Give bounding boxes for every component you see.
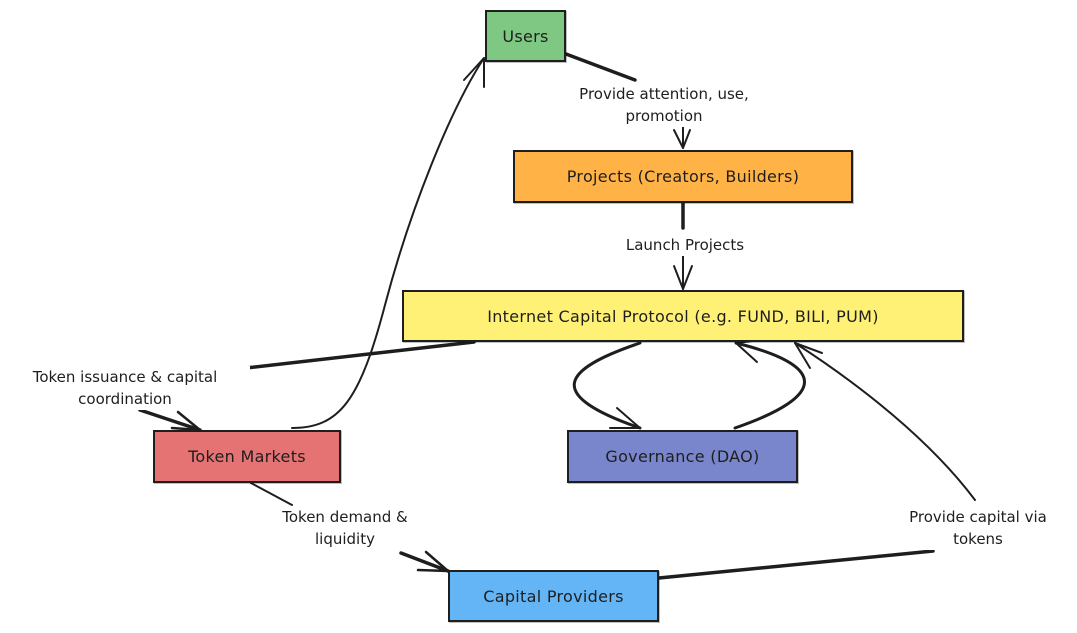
node-capital-label: Capital Providers — [483, 586, 624, 606]
edge-label-attention: Provide attention, use, promotion — [562, 83, 766, 127]
arrowhead-icon — [673, 265, 693, 290]
node-governance-label: Governance (DAO) — [605, 447, 760, 466]
edge-users-to-projects — [564, 52, 637, 82]
edge-markets-to-capital — [250, 482, 293, 506]
arrowhead-icon — [735, 339, 761, 363]
edge-protocol-to-markets-tail — [138, 408, 202, 432]
edge-label-launch-projects: Launch Projects — [598, 234, 772, 256]
node-governance[interactable]: Governance (DAO) — [567, 430, 798, 483]
edge-protocol-to-governance — [572, 341, 642, 430]
node-internet-capital-protocol[interactable]: Internet Capital Protocol (e.g. FUND, BI… — [402, 290, 964, 342]
edge-capital-to-protocol — [657, 549, 935, 580]
arrowhead-icon — [673, 129, 691, 149]
node-protocol-label: Internet Capital Protocol (e.g. FUND, BI… — [487, 306, 879, 326]
edge-label-token-demand: Token demand & liquidity — [258, 506, 432, 550]
edge-protocol-to-markets — [244, 340, 476, 370]
edge-label-provide-capital: Provide capital via tokens — [880, 506, 1076, 550]
arrowhead-icon — [609, 407, 641, 429]
edge-markets-to-users — [291, 57, 485, 429]
node-token-markets[interactable]: Token Markets — [153, 430, 341, 483]
edge-label-token-issuance: Token issuance & capital coordination — [0, 366, 250, 410]
arrowhead-icon — [463, 57, 485, 88]
edge-capital-to-protocol-tail — [794, 342, 976, 501]
node-projects-label: Projects (Creators, Builders) — [566, 167, 800, 186]
edge-markets-to-capital-tail — [399, 551, 450, 573]
node-users-label: Users — [502, 26, 549, 46]
node-users[interactable]: Users — [485, 10, 566, 62]
edge-governance-to-protocol — [733, 341, 806, 430]
node-markets-label: Token Markets — [188, 447, 306, 466]
arrowhead-icon — [794, 342, 823, 369]
node-projects[interactable]: Projects (Creators, Builders) — [513, 150, 853, 203]
node-capital-providers[interactable]: Capital Providers — [448, 570, 659, 622]
